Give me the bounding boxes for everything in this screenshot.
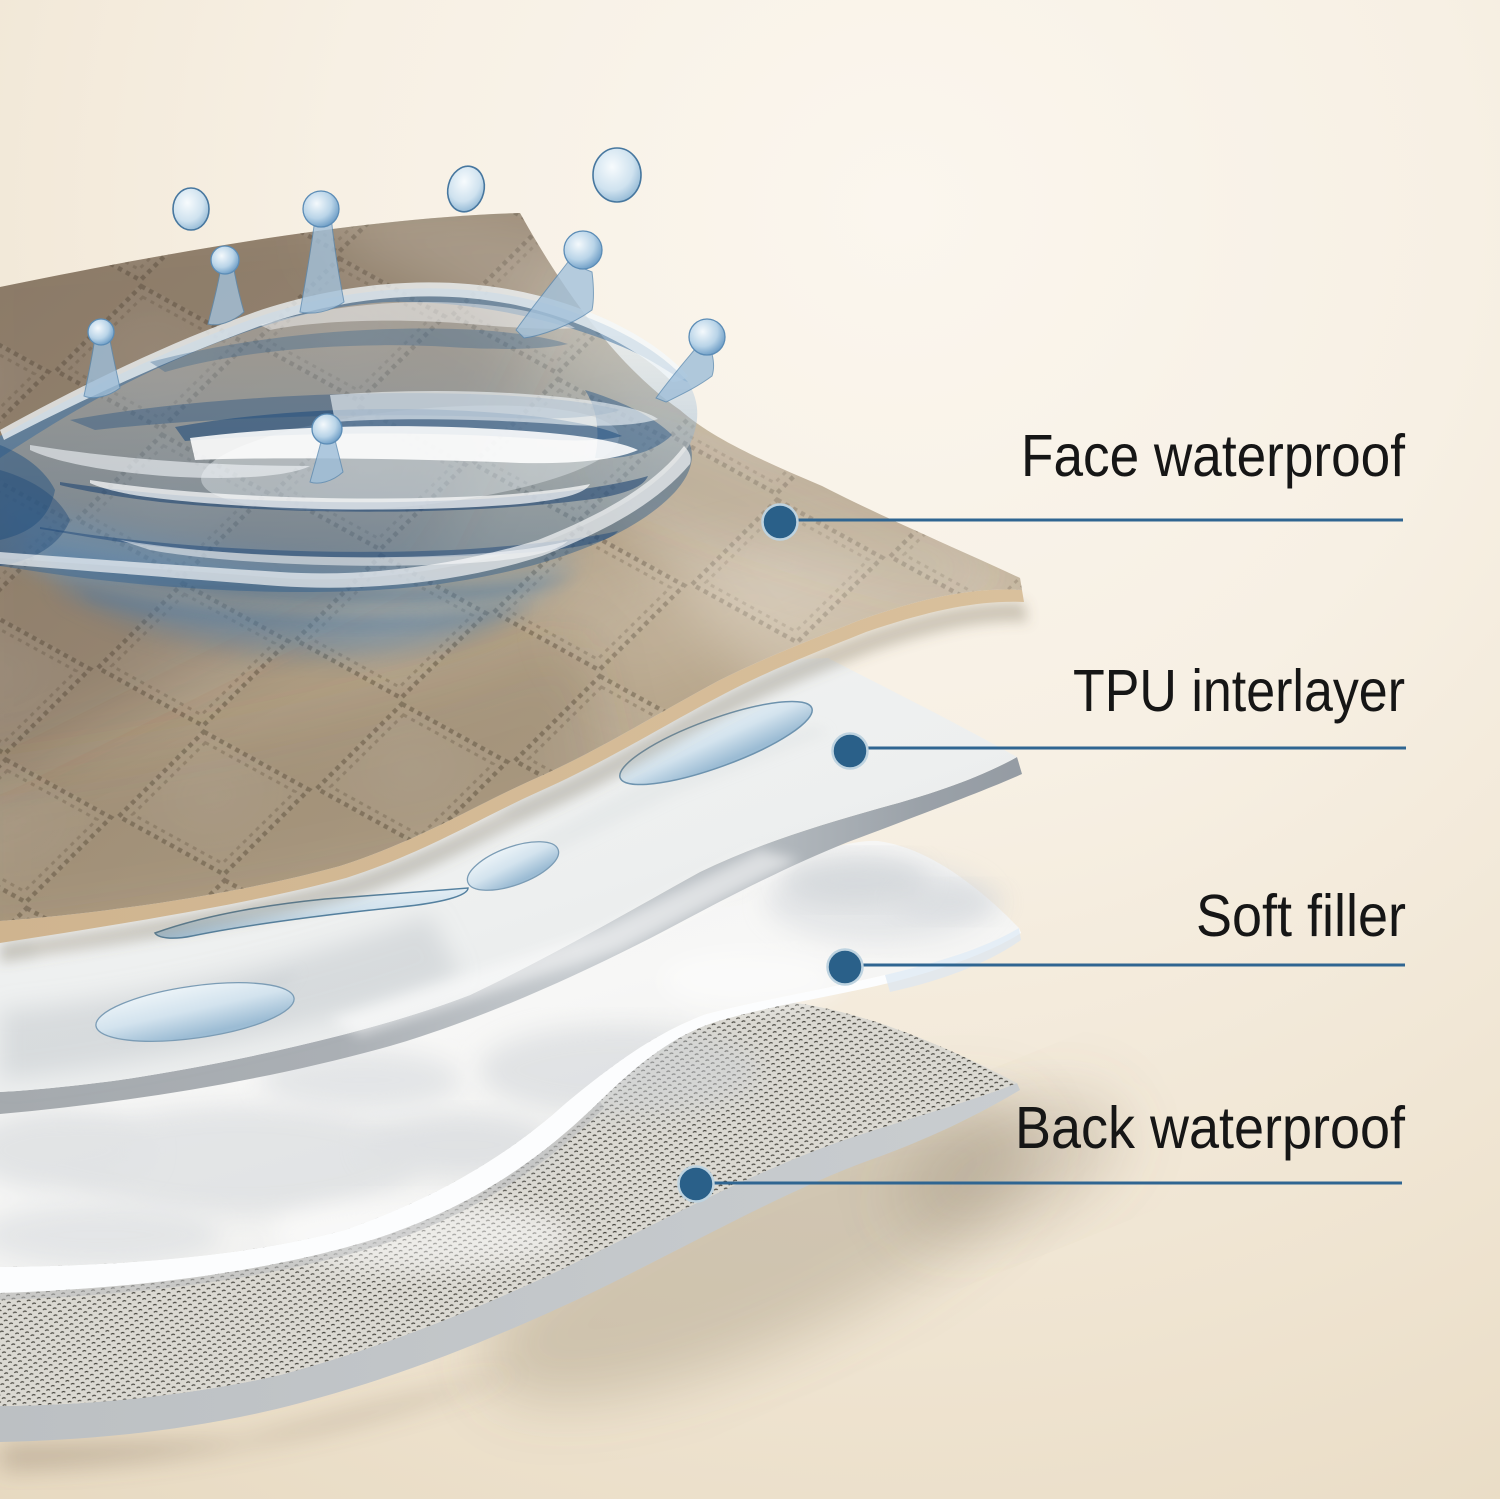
svg-text:TPU interlayer: TPU interlayer bbox=[1073, 658, 1405, 724]
svg-text:Face waterproof: Face waterproof bbox=[1021, 423, 1406, 489]
svg-text:Back waterproof: Back waterproof bbox=[1015, 1095, 1406, 1161]
svg-text:Soft filler: Soft filler bbox=[1196, 883, 1406, 949]
